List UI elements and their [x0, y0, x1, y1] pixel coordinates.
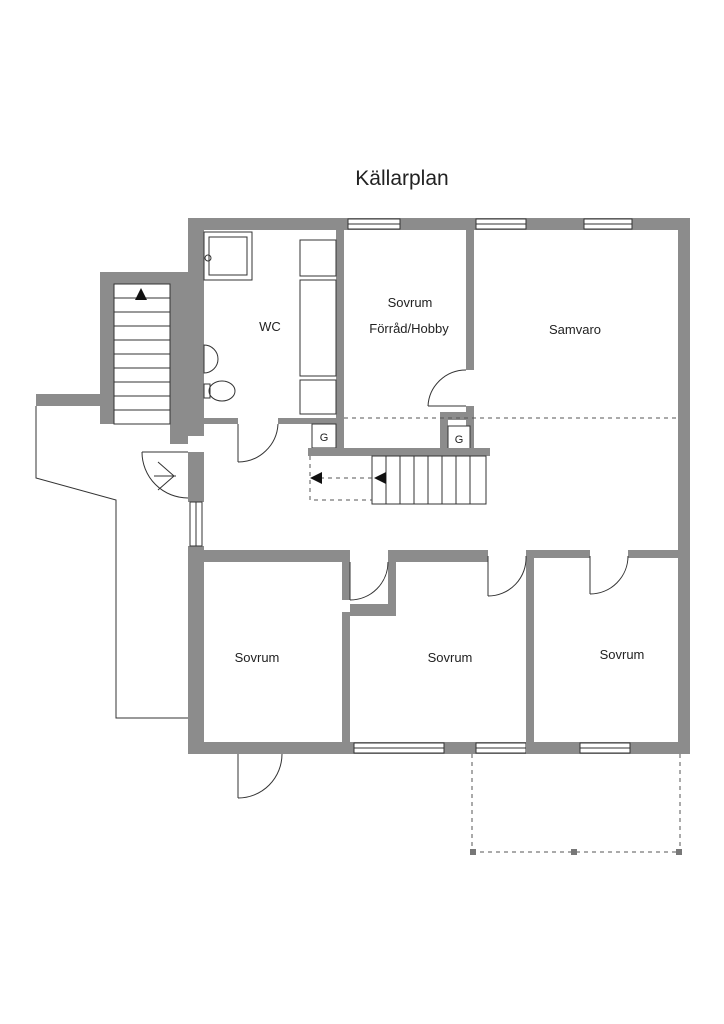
sink-icon	[203, 344, 219, 374]
stairwell-up	[36, 272, 204, 444]
stair-arrow-icon-1	[374, 472, 386, 484]
room-label-hobby-line2: Förråd/Hobby	[369, 321, 449, 336]
stair-up-arrow-icon	[135, 288, 147, 300]
bedroom-walls	[204, 550, 678, 754]
wc-door	[237, 423, 279, 463]
svg-text:G: G	[320, 432, 329, 444]
room-label-wc: WC	[259, 319, 281, 334]
windows	[189, 218, 633, 754]
stair-down	[308, 448, 490, 505]
ramp-outline	[35, 406, 188, 719]
g-box-left: G	[311, 423, 337, 449]
room-label-sovrum-middle: Sovrum	[428, 650, 473, 665]
toilet-icon	[208, 380, 236, 402]
stair-arrow-icon-2	[310, 472, 322, 484]
entrance-door	[141, 451, 189, 499]
room-label-hobby-line1: Sovrum	[388, 295, 433, 310]
svg-text:G: G	[455, 434, 464, 446]
wc-fixtures	[203, 231, 337, 415]
room-label-sovrum-right: Sovrum	[600, 647, 645, 662]
room-label-samvaro: Samvaro	[549, 322, 601, 337]
wc-walls	[204, 230, 344, 454]
terrace-outline	[470, 754, 682, 855]
bedroom-doors	[237, 555, 629, 799]
hobby-door	[427, 369, 467, 407]
shower-icon	[203, 231, 253, 281]
room-label-sovrum-left: Sovrum	[235, 650, 280, 665]
plan-title: Källarplan	[355, 167, 448, 190]
g-box-right: G	[447, 425, 471, 451]
hobby-room-walls	[336, 230, 474, 454]
